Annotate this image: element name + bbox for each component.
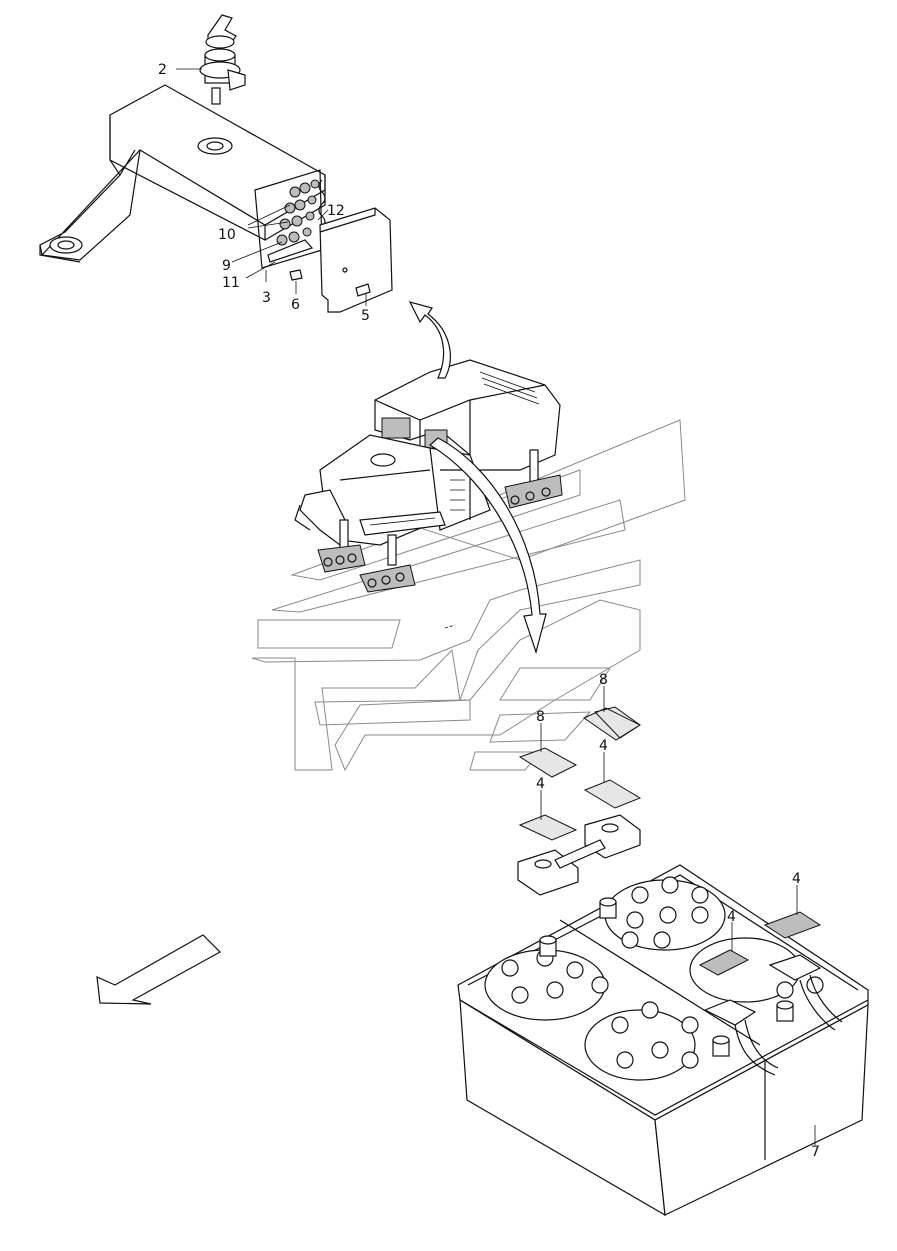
fuse-row [267, 179, 320, 263]
callout-4-a: 4 [599, 738, 608, 754]
callout-5: 5 [361, 308, 370, 324]
callout-10: 10 [218, 227, 236, 243]
battery-pair [457, 864, 869, 1217]
callout-6: 6 [291, 297, 300, 313]
cover-plate [319, 207, 393, 313]
callout-12: 12 [327, 203, 345, 219]
terminal-labels [518, 706, 642, 841]
screw [289, 269, 303, 294]
callout-11: 11 [222, 275, 240, 291]
callout-7: 7 [811, 1144, 820, 1160]
arrow-down-icon [428, 437, 547, 655]
track-wheels [323, 487, 551, 588]
battery-main-switch [176, 14, 246, 105]
callout-labels: 2 10 12 9 11 3 6 5 8 8 4 4 4 4 7 [158, 62, 820, 1160]
terminal-clamp-connector [517, 814, 641, 896]
callout-3: 3 [262, 290, 271, 306]
mounting-bracket [39, 84, 326, 269]
callout-8-lower: 8 [536, 709, 545, 725]
callout-2: 2 [158, 62, 167, 78]
callout-8-upper: 8 [599, 672, 608, 688]
direction-arrow-icon [96, 934, 221, 1005]
callout-4-d: 4 [727, 909, 736, 925]
road-milling-machine [294, 359, 563, 593]
callout-4-b: 4 [536, 776, 545, 792]
arrow-up-icon [408, 301, 451, 379]
callout-4-c: 4 [792, 871, 801, 887]
callout-9: 9 [222, 258, 231, 274]
